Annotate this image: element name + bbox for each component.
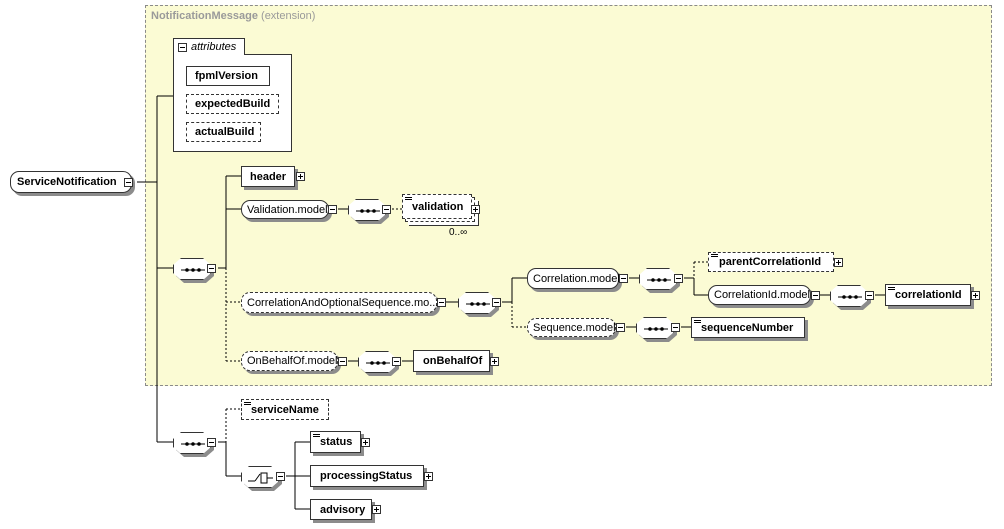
sequence-compositor[interactable] (830, 285, 868, 307)
sequence-compositor[interactable] (173, 258, 211, 280)
documentation-icon (888, 287, 895, 292)
collapse-icon[interactable] (382, 205, 391, 214)
collapse-icon[interactable] (207, 438, 216, 447)
collapse-icon[interactable] (328, 205, 337, 214)
documentation-icon (405, 197, 412, 202)
element-parentcorrelationid[interactable]: parentCorrelationId (708, 252, 834, 272)
sequence-compositor[interactable] (358, 351, 396, 373)
element-status[interactable]: status (310, 431, 361, 453)
extension-title: NotificationMessage (extension) (151, 10, 316, 22)
expand-icon[interactable] (490, 357, 499, 366)
expand-icon[interactable] (296, 172, 305, 181)
documentation-icon (694, 320, 701, 325)
attribute-expectedbuild[interactable]: expectedBuild (186, 94, 279, 114)
element-processingstatus[interactable]: processingStatus (310, 465, 424, 487)
collapse-icon[interactable] (437, 298, 446, 307)
sequence-compositor[interactable] (173, 432, 211, 454)
sequence-compositor[interactable] (348, 199, 386, 221)
expand-icon[interactable] (424, 472, 433, 481)
attributes-tab[interactable]: attributes (173, 38, 245, 55)
element-header[interactable]: header (241, 166, 295, 187)
cardinality-label: 0..∞ (449, 227, 468, 238)
sequence-compositor[interactable] (636, 317, 674, 339)
root-element-servicenotification[interactable]: ServiceNotification (10, 171, 132, 193)
collapse-icon[interactable] (392, 357, 401, 366)
element-validation-front[interactable]: validation (402, 194, 472, 219)
documentation-icon (313, 434, 320, 439)
expand-icon[interactable] (372, 505, 381, 514)
expand-icon[interactable] (834, 258, 843, 267)
expand-icon[interactable] (471, 205, 480, 214)
group-correlationid-model[interactable]: CorrelationId.model (708, 285, 811, 305)
attribute-fpmlversion[interactable]: fpmlVersion (186, 66, 270, 86)
documentation-icon (711, 254, 718, 259)
sequence-compositor[interactable] (458, 292, 496, 314)
group-correlation-and-optional-sequence-model[interactable]: CorrelationAndOptionalSequence.mo... (241, 292, 438, 313)
collapse-icon[interactable] (276, 472, 285, 481)
element-onbehalfof[interactable]: onBehalfOf (413, 350, 490, 372)
collapse-icon[interactable] (492, 298, 501, 307)
element-sequencenumber[interactable]: sequenceNumber (691, 317, 805, 338)
collapse-icon[interactable] (338, 357, 347, 366)
element-servicename[interactable]: serviceName (241, 399, 329, 420)
collapse-icon[interactable] (207, 264, 216, 273)
element-advisory[interactable]: advisory (310, 499, 372, 520)
collapse-icon[interactable] (671, 323, 680, 332)
sequence-compositor[interactable] (639, 268, 677, 290)
documentation-icon (244, 402, 251, 407)
collapse-icon[interactable] (674, 274, 683, 283)
collapse-icon[interactable] (124, 178, 133, 187)
collapse-icon[interactable] (865, 291, 874, 300)
expand-icon[interactable] (971, 291, 980, 300)
collapse-icon[interactable] (178, 43, 187, 52)
group-sequence-model[interactable]: Sequence.model (527, 318, 616, 337)
choice-compositor[interactable] (241, 466, 279, 488)
expand-icon[interactable] (361, 438, 370, 447)
group-correlation-model[interactable]: Correlation.model (527, 268, 620, 289)
collapse-icon[interactable] (811, 291, 820, 300)
group-onbehalfof-model[interactable]: OnBehalfOf.model (241, 351, 338, 371)
attribute-actualbuild[interactable]: actualBuild (186, 122, 261, 142)
collapse-icon[interactable] (619, 274, 628, 283)
collapse-icon[interactable] (616, 323, 625, 332)
element-correlationid[interactable]: correlationId (885, 284, 971, 306)
group-validation-model[interactable]: Validation.model (241, 200, 329, 219)
